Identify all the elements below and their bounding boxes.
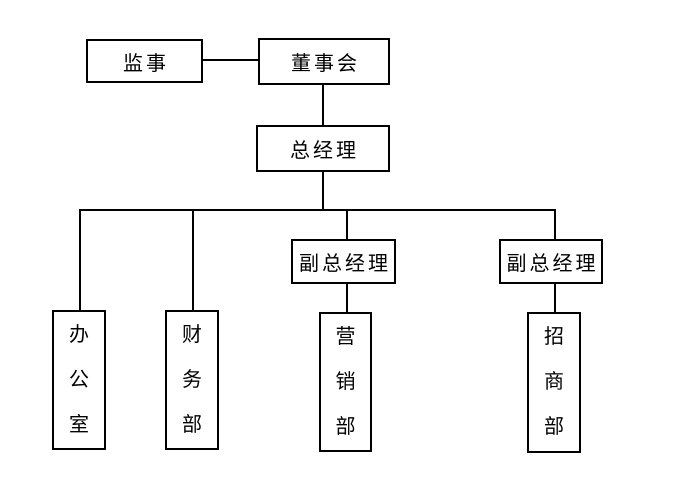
connector-deputy-gm-1-marketing: [346, 283, 348, 313]
connector-board-general-manager: [322, 84, 324, 126]
node-deputy-gm-1-label: 副总经理: [299, 253, 391, 275]
node-marketing-label: 营销部: [335, 325, 356, 438]
connector-bus-deputy-gm-1: [346, 209, 348, 240]
node-marketing-department: 营销部: [319, 312, 372, 452]
node-deputy-general-manager-2: 副总经理: [499, 239, 603, 284]
node-deputy-general-manager-1: 副总经理: [291, 239, 396, 284]
node-board-label: 董事会: [291, 53, 360, 75]
node-general-manager: 总经理: [256, 125, 390, 172]
node-office-label: 办公室: [69, 323, 89, 436]
connector-deputy-gm-2-investment: [554, 283, 556, 313]
connector-bus-deputy-gm-2: [554, 209, 556, 240]
connector-general-manager-bus: [322, 171, 324, 211]
connector-bus-office: [79, 209, 81, 311]
node-finance-label: 财务部: [182, 323, 202, 436]
node-investment-label: 招商部: [544, 326, 564, 438]
node-supervisor: 监事: [86, 39, 203, 83]
node-deputy-gm-2-label: 副总经理: [506, 253, 599, 275]
node-finance-department: 财务部: [165, 310, 219, 450]
connector-bus-finance: [192, 209, 194, 311]
node-supervisor-label: 监事: [123, 52, 169, 75]
node-office: 办公室: [52, 310, 106, 450]
connector-bus-horizontal: [79, 209, 556, 211]
node-board-of-directors: 董事会: [258, 38, 390, 85]
node-general-manager-label: 总经理: [290, 140, 359, 162]
node-investment-department: 招商部: [527, 312, 581, 453]
connector-supervisor-board: [202, 59, 258, 61]
